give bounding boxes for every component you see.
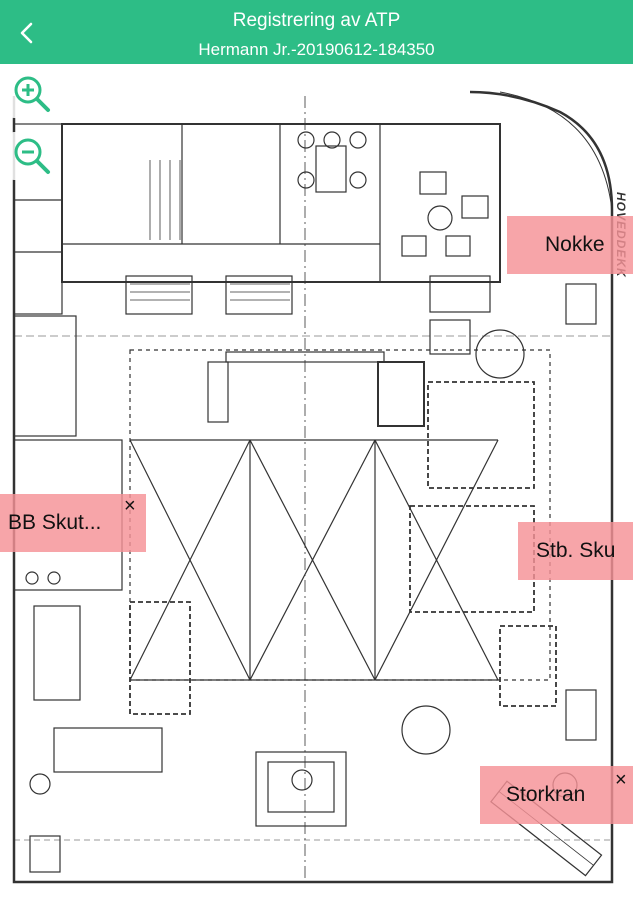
marker-label: Nokke bbox=[545, 233, 605, 256]
marker-label: BB Skut... bbox=[8, 511, 102, 534]
marker-label: Stb. Sku bbox=[536, 539, 616, 562]
zoom-out-icon bbox=[14, 138, 50, 174]
app-header: Registrering av ATP Hermann Jr.-20190612… bbox=[0, 0, 633, 64]
page-title: Registrering av ATP bbox=[232, 10, 401, 31]
zoom-in-button[interactable] bbox=[8, 70, 56, 118]
back-button[interactable] bbox=[14, 18, 40, 48]
marker-nokke[interactable]: Nokke bbox=[507, 216, 633, 274]
zoom-in-icon bbox=[14, 76, 50, 112]
close-icon[interactable]: × bbox=[124, 495, 136, 517]
marker-storkran[interactable]: Storkran bbox=[480, 766, 633, 824]
close-icon[interactable]: × bbox=[615, 769, 627, 791]
zoom-out-button[interactable] bbox=[8, 132, 56, 180]
marker-stb-sku[interactable]: Stb. Sku bbox=[518, 522, 633, 580]
page-subtitle: Hermann Jr.-20190612-184350 bbox=[198, 40, 435, 59]
chevron-left-icon bbox=[20, 22, 33, 44]
marker-bb-skut[interactable]: BB Skut... bbox=[0, 494, 146, 552]
marker-label: Storkran bbox=[506, 783, 586, 806]
